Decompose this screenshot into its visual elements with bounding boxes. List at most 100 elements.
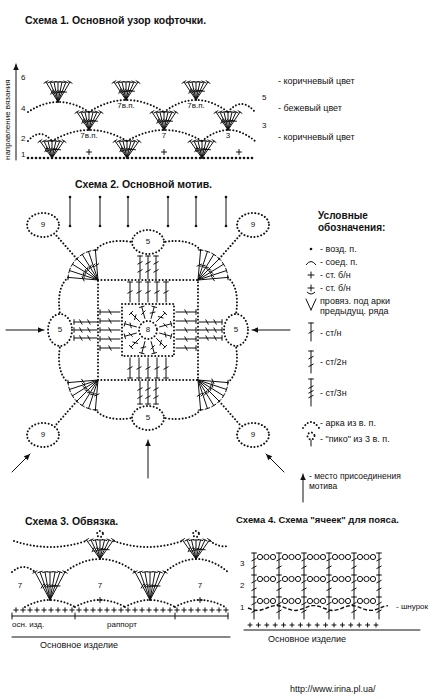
double-crochet <box>199 338 222 339</box>
double-crochet <box>302 580 306 582</box>
join-point <box>167 196 170 199</box>
double-crochet <box>302 588 306 590</box>
chain-stitch <box>59 157 62 160</box>
double-crochet <box>194 141 202 158</box>
double-crochet <box>200 90 205 91</box>
legend-text: - арка из в. п. <box>320 418 432 428</box>
double-crochet <box>197 394 201 397</box>
row-number: 2 <box>240 581 244 590</box>
chain-stitch <box>289 554 294 559</box>
double-crochet <box>43 571 48 573</box>
double-crochet <box>139 306 144 307</box>
double-crochet <box>209 271 213 273</box>
double-crochet <box>196 540 210 559</box>
double-crochet <box>205 251 210 253</box>
double-crochet <box>185 319 187 323</box>
chain-stitch <box>87 157 90 160</box>
chain-stitch <box>370 598 375 603</box>
double-crochet <box>127 141 139 158</box>
double-crochet <box>171 334 172 339</box>
chain-stitch <box>243 157 246 160</box>
single-crochet <box>212 608 213 612</box>
stitch-count: 7 <box>17 582 23 590</box>
double-crochet <box>150 572 165 600</box>
double-crochet <box>202 81 206 83</box>
double-crochet <box>377 566 381 568</box>
chain-arc <box>164 410 201 419</box>
base-line <box>244 630 420 631</box>
double-crochet <box>254 575 255 597</box>
scheme-title: Схема 2. Основной мотив. <box>75 178 212 190</box>
double-crochet <box>151 307 154 319</box>
double-crochet <box>329 597 330 619</box>
double-crochet <box>109 319 111 323</box>
double-crochet <box>309 356 313 358</box>
double-crochet <box>129 345 132 348</box>
chain-arc <box>127 130 202 141</box>
single-crochet <box>44 608 45 612</box>
double-crochet <box>190 141 202 158</box>
row-number: 3 <box>262 121 266 130</box>
color-note: - бежевый цвет <box>278 103 342 113</box>
double-crochet <box>82 379 85 383</box>
double-crochet <box>311 351 312 373</box>
chain-stitch <box>295 576 300 581</box>
arrow-line <box>16 64 17 160</box>
double-crochet <box>164 324 167 328</box>
chain-stitch <box>364 598 369 603</box>
double-crochet <box>58 571 63 573</box>
double-crochet <box>100 346 101 351</box>
single-crochet <box>184 608 185 612</box>
single-crochet <box>226 608 227 612</box>
side-loop <box>132 230 164 254</box>
single-crochet <box>142 608 143 612</box>
double-crochet <box>128 291 132 293</box>
double-crochet <box>100 540 109 559</box>
chain-stitch <box>107 157 110 160</box>
chain-stitch <box>179 157 182 160</box>
bracket-tick <box>228 613 229 619</box>
picot <box>97 531 103 537</box>
double-crochet <box>58 140 62 142</box>
legend-symbol <box>311 299 316 310</box>
single-crochet <box>65 608 66 612</box>
chain-arc <box>65 559 135 572</box>
arrow-head <box>145 440 151 446</box>
double-crochet <box>196 337 197 342</box>
double-crochet <box>100 540 114 559</box>
chain-arc <box>59 277 68 314</box>
double-crochet <box>379 575 380 597</box>
double-crochet <box>212 277 215 281</box>
double-crochet <box>128 378 133 379</box>
double-crochet <box>80 328 82 332</box>
double-crochet <box>196 319 197 324</box>
bracket-tick <box>12 613 13 619</box>
double-crochet <box>304 575 305 597</box>
chain-stitch <box>235 157 238 160</box>
double-crochet <box>187 540 196 559</box>
double-crochet <box>226 387 228 392</box>
legend-text: - возд. п. <box>320 244 432 254</box>
double-crochet <box>166 111 171 112</box>
chain-stitch <box>339 576 344 581</box>
double-crochet <box>142 307 145 319</box>
double-crochet <box>150 572 160 600</box>
chain-arc <box>28 102 89 112</box>
double-crochet <box>302 602 306 604</box>
double-crochet <box>146 270 150 272</box>
double-crochet <box>168 120 173 121</box>
single-crochet <box>128 608 129 612</box>
part-label: Основное изделие <box>40 640 118 650</box>
double-crochet <box>146 378 151 379</box>
double-crochet <box>104 549 109 551</box>
legend-symbol <box>307 292 315 294</box>
legend-text: - ст/3н <box>320 388 432 398</box>
double-crochet <box>352 602 356 604</box>
double-crochet <box>206 149 211 151</box>
chain-stitch <box>251 157 254 160</box>
single-crochet <box>51 608 52 612</box>
double-crochet <box>68 81 72 83</box>
chain-stitch <box>27 157 30 160</box>
double-crochet <box>100 328 101 333</box>
stitch-count: 7 <box>97 582 103 590</box>
